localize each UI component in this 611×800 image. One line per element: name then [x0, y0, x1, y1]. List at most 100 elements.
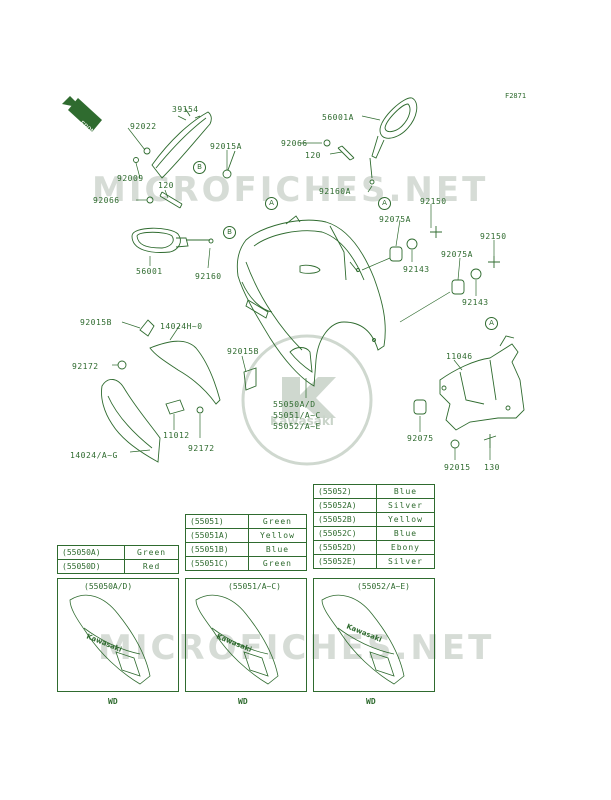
color-table-row: (55052E)Silver	[313, 554, 436, 569]
part-label-92066-left: 92066	[93, 196, 120, 205]
front-arrow-icon	[62, 96, 102, 132]
color-name-cell: Silver	[375, 498, 436, 513]
part-label-92009: 92009	[117, 174, 144, 183]
part-label-92150-a: 92150	[420, 197, 447, 206]
part-label-92015B-b: 92015B	[227, 347, 259, 356]
color-code-cell: (55051)	[185, 514, 249, 529]
color-name-cell: Blue	[375, 526, 436, 541]
watermark-top: MICROFICHES.NET	[92, 170, 489, 210]
color-code-cell: (55052C)	[313, 526, 377, 541]
color-code-cell: (55052E)	[313, 554, 377, 569]
part-label-92143-a: 92143	[403, 265, 430, 274]
leader-lines	[112, 115, 495, 460]
part-label-92075A-a: 92075A	[379, 215, 411, 224]
color-table-row: (55050D)Red	[56, 559, 179, 574]
decal-box-55052	[313, 578, 435, 692]
decal-box-55050-footer: WD	[108, 697, 118, 706]
part-label-11012: 11012	[163, 431, 190, 440]
kawasaki-circle-logo-icon	[241, 334, 373, 466]
color-name-cell: Green	[124, 545, 179, 560]
left-mirror-part	[131, 227, 214, 253]
callout-a-stay: A	[485, 317, 498, 330]
color-table-row: (55051B)Blue	[185, 542, 308, 557]
color-code-cell: (55052B)	[313, 512, 377, 527]
color-name-cell: Yellow	[375, 512, 436, 527]
part-label-14024: 14024/A~G	[70, 451, 118, 460]
part-label-92150-b: 92150	[480, 232, 507, 241]
inner-panel-part	[117, 319, 221, 405]
kawasaki-logo-text: Kawasaki	[270, 414, 334, 428]
part-label-130: 130	[484, 463, 500, 472]
part-label-92075: 92075	[407, 434, 434, 443]
decal-box-55052-footer: WD	[366, 697, 376, 706]
color-name-cell: Blue	[247, 542, 308, 557]
watermark-bottom: MICROFICHES.NET	[98, 628, 495, 668]
callout-b-left: B	[223, 226, 236, 239]
color-code-cell: (55050A)	[56, 545, 126, 560]
color-code-cell: (55050D)	[56, 559, 126, 574]
color-table-55052: (55052)Blue(55052A)Silver(55052B)Yellow(…	[313, 484, 436, 569]
callout-a-top: A	[265, 197, 278, 210]
diagram-code: F2871	[505, 92, 527, 100]
lower-panel-part	[101, 379, 161, 463]
part-label-11046: 11046	[446, 352, 473, 361]
color-name-cell: Ebony	[375, 540, 436, 555]
part-label-56001A: 56001A	[322, 113, 354, 122]
part-label-92143-b: 92143	[462, 298, 489, 307]
callout-a-mirror: A	[378, 197, 391, 210]
color-table-row: (55051C)Green	[185, 556, 308, 571]
color-table-row: (55052A)Silver	[313, 498, 436, 513]
color-code-cell: (55052A)	[313, 498, 377, 513]
decal-box-55050	[57, 578, 179, 692]
color-name-cell: Green	[247, 556, 308, 571]
part-label-14024H: 14024H~0	[160, 322, 203, 331]
part-label-92075A-b: 92075A	[441, 250, 473, 259]
color-code-cell: (55052D)	[313, 540, 377, 555]
decal-box-55050-title: (55050A/D)	[84, 582, 133, 591]
color-table-55050: (55050A)Green(55050D)Red	[56, 545, 179, 574]
right-mirror-bolt-part	[323, 139, 355, 161]
part-label-56001: 56001	[136, 267, 163, 276]
color-table-row: (55052C)Blue	[313, 526, 436, 541]
callout-b-top: B	[193, 161, 206, 174]
fairing-stay-part	[439, 335, 525, 431]
right-mirror-part	[369, 97, 418, 185]
color-name-cell: Green	[247, 514, 308, 529]
left-mirror-bolt-part	[146, 191, 183, 209]
part-label-92172-a: 92172	[72, 362, 99, 371]
windscreen-part	[151, 111, 212, 179]
part-label-55050: 55050A/D	[273, 400, 316, 409]
rubber-grommet-parts	[389, 226, 500, 295]
part-label-55051: 55051/A~C	[273, 411, 321, 420]
bracket-11012-part	[165, 399, 185, 415]
color-name-cell: Red	[124, 559, 179, 574]
color-table-row: (55052D)Ebony	[313, 540, 436, 555]
decal-box-55051	[185, 578, 307, 692]
part-label-92160A: 92160A	[319, 187, 351, 196]
decal-box-55052-title: (55052/A~E)	[357, 582, 410, 591]
part-label-92022: 92022	[130, 122, 157, 131]
color-table-row: (55051A)Yellow	[185, 528, 308, 543]
color-code-cell: (55051B)	[185, 542, 249, 557]
part-label-55052: 55052/A~E	[273, 422, 321, 431]
part-label-120-left: 120	[158, 181, 174, 190]
part-label-39154: 39154	[172, 105, 199, 114]
part-label-92015: 92015	[444, 463, 471, 472]
part-label-92015B-a: 92015B	[80, 318, 112, 327]
color-table-55051: (55051)Green(55051A)Yellow(55051B)Blue(5…	[185, 514, 308, 571]
part-label-120-right: 120	[305, 151, 321, 160]
color-name-cell: Blue	[375, 484, 436, 499]
part-label-92066-right: 92066	[281, 139, 308, 148]
color-table-row: (55052)Blue	[313, 484, 436, 499]
part-label-92015A: 92015A	[210, 142, 242, 151]
decal-box-55051-title: (55051/A~C)	[228, 582, 281, 591]
color-name-cell: Yellow	[247, 528, 308, 543]
decal-box-55051-footer: WD	[238, 697, 248, 706]
color-table-row: (55051)Green	[185, 514, 308, 529]
color-name-cell: Silver	[375, 554, 436, 569]
color-table-row: (55052B)Yellow	[313, 512, 436, 527]
upper-fairing-part	[236, 215, 386, 387]
color-code-cell: (55052)	[313, 484, 377, 499]
color-table-row: (55050A)Green	[56, 545, 179, 560]
